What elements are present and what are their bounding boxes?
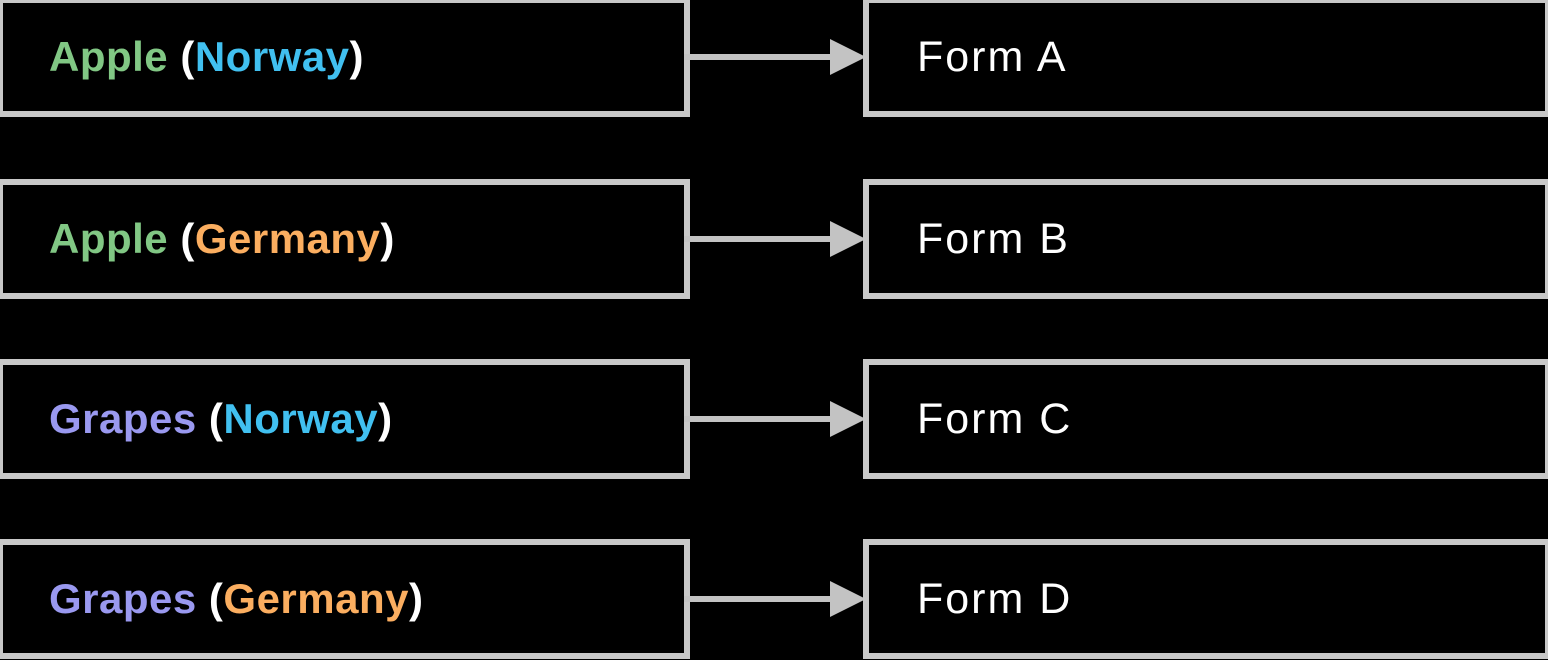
open-paren: ( — [168, 33, 195, 80]
open-paren: ( — [196, 395, 224, 442]
source-node-grapes-norway: Grapes (Norway) — [0, 359, 690, 479]
country-label: Germany — [194, 215, 381, 262]
form-label: Form C — [917, 394, 1073, 443]
fruit-label: Apple — [49, 215, 169, 262]
source-node-apple-germany: Apple (Germany) — [0, 179, 690, 299]
close-paren: ) — [380, 215, 395, 262]
fruit-label: Grapes — [49, 395, 197, 442]
source-node-grapes-germany: Grapes (Germany) — [0, 539, 690, 659]
country-label: Norway — [194, 33, 350, 80]
source-node-apple-norway: Apple (Norway) — [0, 0, 690, 117]
right-arrow-icon — [684, 581, 866, 617]
form-label: Form B — [917, 214, 1070, 263]
target-node-form-c: Form C — [863, 359, 1548, 479]
close-paren: ) — [378, 395, 393, 442]
target-node-form-b: Form B — [863, 179, 1548, 299]
mapping-row: Grapes (Norway) Form C — [0, 359, 1548, 479]
country-label: Norway — [223, 395, 379, 442]
right-arrow-icon — [684, 221, 866, 257]
fruit-label: Grapes — [49, 575, 197, 622]
close-paren: ) — [349, 33, 365, 80]
form-label: Form A — [917, 32, 1068, 81]
mapping-row: Apple (Germany) Form B — [0, 179, 1548, 299]
country-label: Germany — [223, 575, 409, 622]
mapping-row: Apple (Norway) Form A — [0, 0, 1548, 117]
fruit-label: Apple — [49, 33, 169, 80]
open-paren: ( — [196, 575, 224, 622]
open-paren: ( — [168, 215, 195, 262]
form-label: Form D — [917, 574, 1073, 623]
right-arrow-icon — [684, 401, 866, 437]
right-arrow-icon — [684, 39, 866, 75]
close-paren: ) — [409, 575, 424, 622]
target-node-form-a: Form A — [863, 0, 1548, 117]
mapping-row: Grapes (Germany) Form D — [0, 539, 1548, 659]
target-node-form-d: Form D — [863, 539, 1548, 659]
